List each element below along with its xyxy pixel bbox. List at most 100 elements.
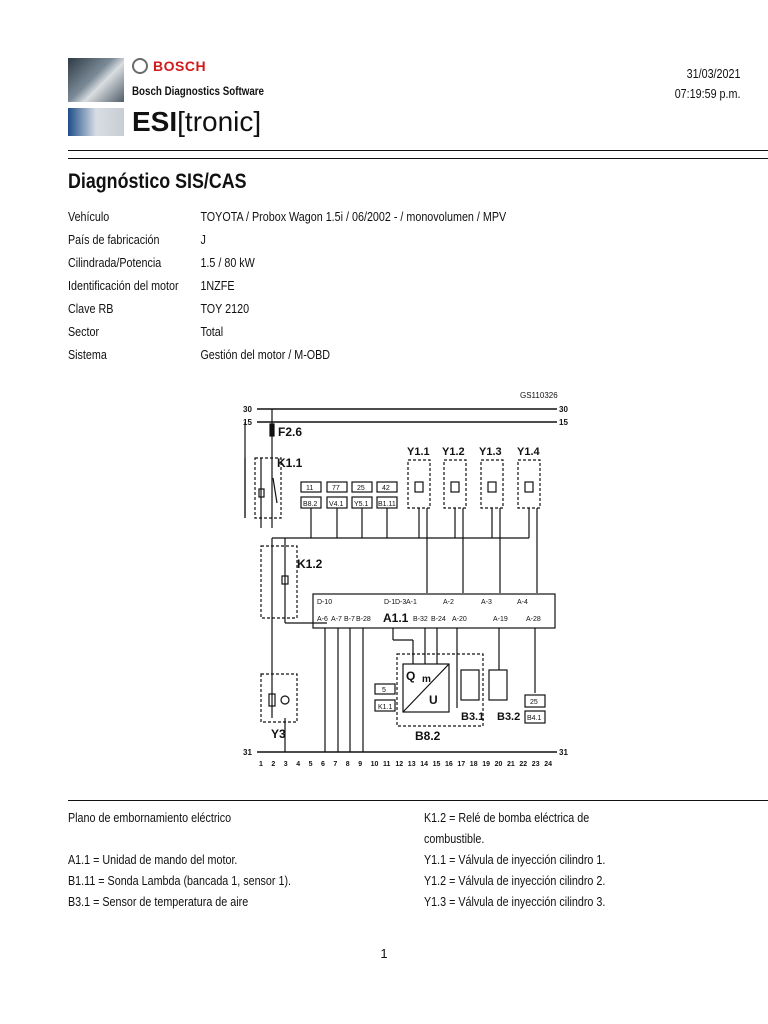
terminal-number: 24 (544, 761, 552, 768)
ecu-pin-a28: A-28 (526, 616, 541, 623)
pump-label: Y3 (271, 727, 286, 741)
terminal-number: 2 (271, 761, 275, 768)
ecu-pin-a7: A-7 (331, 616, 342, 623)
info-label: Sistema (68, 348, 107, 362)
box-3-id: Y5.1 (354, 501, 369, 508)
info-label: País de fabricación (68, 233, 160, 247)
maf-u: U (429, 693, 438, 707)
box-3-num: 25 (357, 485, 365, 492)
injector-y12-label: Y1.2 (442, 446, 465, 458)
info-row: Identificación del motor 1NZFE (68, 279, 234, 293)
injectors: Y1.1 Y1.2 Y1.3 Y1.4 (387, 446, 541, 593)
maf-label: B8.2 (415, 729, 441, 743)
terminal-number: 6 (321, 761, 325, 768)
ecu-bottom-pins: A-6 A-7 B-7 B-28 B-32 B-24 A-20 A-19 A-2… (317, 616, 541, 623)
ecu-pin-d1: D-1 (384, 599, 395, 606)
legend-line: Y1.1 = Válvula de inyección cilindro 1. (424, 853, 606, 867)
legend-line: Y1.2 = Válvula de inyección cilindro 2. (424, 874, 606, 888)
ecu-pin-b24: B-24 (431, 616, 446, 623)
info-label: Vehículo (68, 210, 110, 224)
info-value: TOYOTA / Probox Wagon 1.5i / 06/2002 - /… (200, 210, 507, 224)
rail-31-left: 31 (243, 748, 252, 757)
maf-m: m (422, 674, 431, 685)
ecu-top-pins: D-10 D-1 D-3 A-1 A-2 A-3 A-4 (317, 599, 528, 606)
terminal-number: 8 (346, 761, 350, 768)
info-row: Sistema Gestión del motor / M-OBD (68, 348, 330, 362)
header-divider-bottom (68, 158, 768, 159)
info-value: 1NZFE (200, 279, 235, 293)
sensor-b32-label: B3.2 (497, 711, 520, 723)
terminal-number: 11 (383, 761, 391, 768)
product-name-rest: [tronic] (177, 106, 262, 137)
box-2-num: 77 (332, 485, 340, 492)
terminal-number: 10 (371, 761, 379, 768)
rail-30-right: 30 (559, 405, 568, 414)
terminal-number: 14 (420, 761, 428, 768)
box-1-id: B8.2 (303, 501, 318, 508)
bosch-logo-icon (132, 58, 148, 74)
info-value: Total (200, 325, 224, 339)
info-row: País de fabricación J (68, 233, 206, 247)
terminal-number: 9 (358, 761, 362, 768)
box-2-id: V4.1 (329, 501, 344, 508)
box-1-num: 11 (306, 485, 313, 492)
sensor-b31-label: B3.1 (461, 711, 484, 723)
legend-line: Plano de embornamiento eléctrico (68, 811, 232, 825)
terminal-number: 15 (433, 761, 441, 768)
terminal-number: 17 (457, 761, 465, 768)
maf-q: Q (406, 669, 415, 683)
ecu-pin-b7: B-7 (344, 616, 355, 623)
box-k11-id: K1.1 (378, 704, 393, 711)
header-photo-top (68, 58, 124, 102)
info-value: J (200, 233, 206, 247)
info-value: TOY 2120 (200, 302, 250, 316)
terminal-number: 1 (259, 761, 263, 768)
ecu-pin-a20: A-20 (452, 616, 467, 623)
ecu-pin-a3: A-3 (481, 599, 492, 606)
ecu-pin-a1: A-1 (406, 599, 417, 606)
box-4-id: B1.11 (378, 501, 396, 508)
legend-line: B1.11 = Sonda Lambda (bancada 1, sensor … (68, 874, 292, 888)
product-name-bold: ESI (132, 106, 178, 137)
header-time: 07:19:59 p.m. (674, 87, 740, 101)
terminal-number: 5 (309, 761, 313, 768)
info-value: Gestión del motor / M-OBD (200, 348, 331, 362)
ecu-pin-a19: A-19 (493, 616, 508, 623)
terminal-number: 16 (445, 761, 453, 768)
info-label: Identificación del motor (68, 279, 179, 293)
info-label: Sector (68, 325, 100, 339)
rail-30-left: 30 (243, 405, 252, 414)
terminal-number: 20 (495, 761, 503, 768)
legend-line: K1.2 = Relé de bomba eléctrica de (424, 811, 590, 825)
legend-line: Y1.3 = Válvula de inyección cilindro 3. (424, 895, 606, 909)
rail-15-right: 15 (559, 418, 568, 427)
box-b41-num: 25 (530, 699, 538, 706)
header-divider-top (68, 150, 768, 151)
ecu-pin-a2: A-2 (443, 599, 454, 606)
injector-y13-label: Y1.3 (479, 446, 502, 458)
diagram-ref: GS110326 (520, 391, 558, 400)
ecu-label: A1.1 (383, 611, 409, 625)
ecu-pin-b28: B-28 (356, 616, 371, 623)
terminal-number: 4 (296, 761, 300, 768)
legend-line: A1.1 = Unidad de mando del motor. (68, 853, 238, 867)
info-row: Vehículo TOYOTA / Probox Wagon 1.5i / 06/… (68, 210, 506, 224)
fuse-label: F2.6 (278, 425, 302, 439)
page-title: Diagnóstico SIS/CAS (68, 170, 247, 193)
info-row: Sector Total (68, 325, 223, 339)
box-4-num: 42 (382, 485, 390, 492)
terminal-number: 18 (470, 761, 478, 768)
header-datetime: 31/03/2021 07:19:59 p.m. (674, 64, 740, 104)
info-value: 1.5 / 80 kW (200, 256, 255, 270)
legend-divider (68, 800, 768, 801)
box-k11-num: 5 (382, 687, 386, 694)
header-date: 31/03/2021 (686, 67, 740, 81)
terminal-number: 19 (482, 761, 490, 768)
ecu-pin-a4: A-4 (517, 599, 528, 606)
injector-y11-label: Y1.1 (407, 446, 430, 458)
legend-line: combustible. (424, 832, 485, 846)
